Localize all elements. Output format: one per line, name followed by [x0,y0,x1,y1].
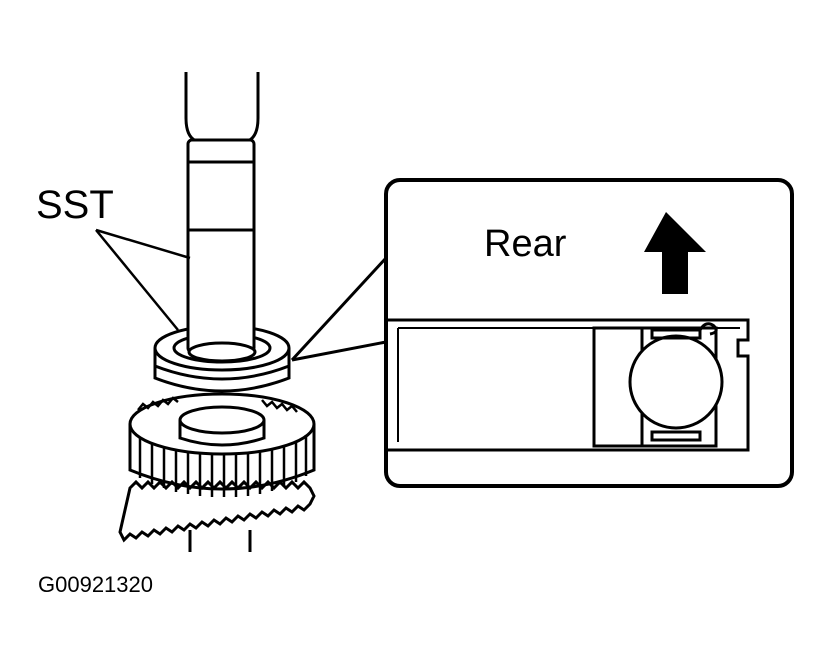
bearing-cross-section [388,318,750,452]
sst-leader-lines [95,228,191,331]
detail-callout-box [384,178,794,488]
sst-tool [184,72,260,363]
rear-label: Rear [484,223,567,265]
gear [118,392,316,552]
callout-pointer [290,256,388,362]
figure-code: G00921320 [38,572,153,597]
arrow-up-icon [644,212,706,294]
gear-lower-teeth [118,479,316,543]
bearing-ball [628,334,724,430]
sst-label: SST [36,183,114,227]
